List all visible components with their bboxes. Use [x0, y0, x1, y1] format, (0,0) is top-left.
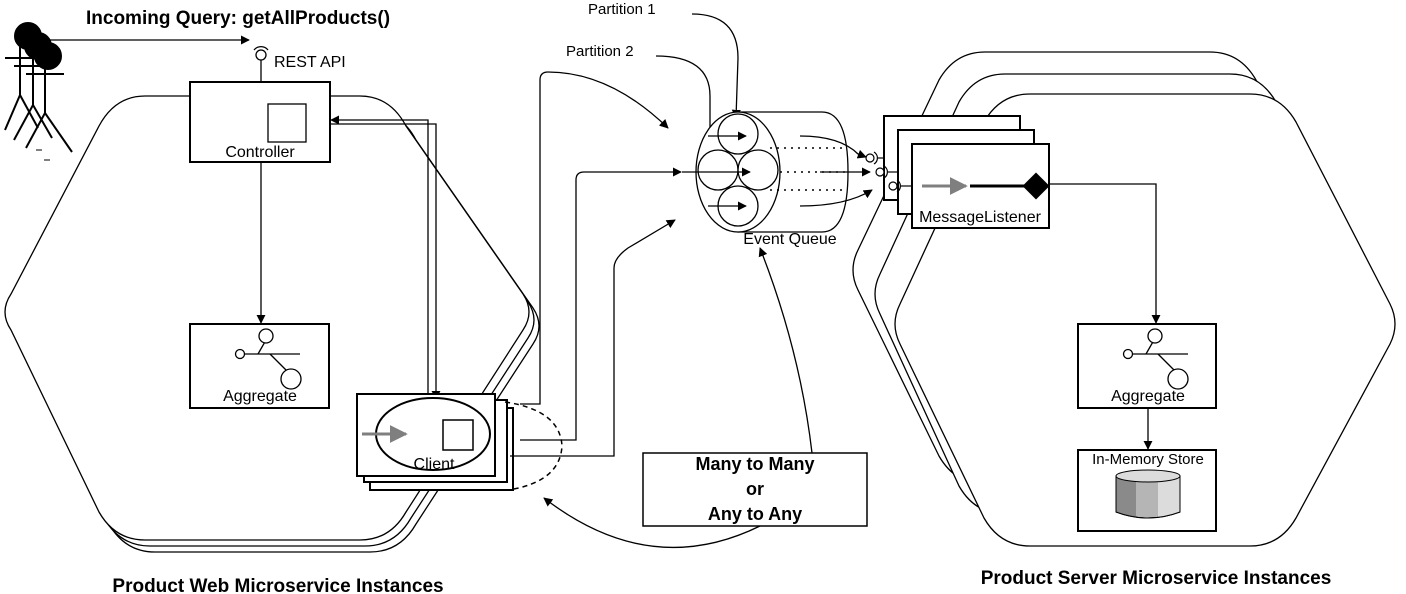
in-memory-store-label: In-Memory Store	[1092, 451, 1204, 468]
partition-2-label: Partition 2	[566, 43, 634, 60]
web-aggregate-component: Aggregate	[189, 323, 330, 409]
event-queue-label: Event Queue	[743, 231, 837, 248]
queue-to-listener-port-3	[799, 189, 873, 207]
client-component-stack: Client	[356, 393, 514, 491]
server-aggregate-label: Aggregate	[1111, 388, 1185, 405]
rest-api-label: REST API	[274, 54, 346, 71]
client-to-partition-top-arrow	[520, 71, 669, 405]
controller-square-icon	[267, 103, 307, 143]
controller-component: Controller	[189, 81, 331, 163]
client-port-dashed-arc	[504, 401, 563, 491]
event-queue: Event Queue	[695, 111, 849, 248]
note-to-client-arrow	[543, 497, 761, 549]
message-listener-stack: MessageListener	[883, 115, 1050, 229]
server-instances-caption: Product Server Microservice Instances	[981, 568, 1332, 589]
partition-circle-top	[717, 113, 759, 155]
rest-api-port-icon	[253, 46, 269, 82]
client-to-controller-arrow	[330, 115, 429, 400]
users-icon	[4, 22, 73, 161]
partition-1-arrow	[691, 13, 741, 119]
web-aggregate-label: Aggregate	[223, 388, 297, 405]
server-aggregate-component: Aggregate	[1077, 323, 1217, 409]
note-to-queue-arrow	[758, 247, 813, 454]
client-to-partition-bottom-arrow	[510, 219, 676, 457]
in-memory-store-component: In-Memory Store	[1077, 449, 1217, 532]
aggregate-icon	[1122, 328, 1189, 390]
controller-to-client-arrow	[330, 123, 441, 400]
aggregate-icon	[234, 328, 302, 390]
web-instances-caption: Product Web Microservice Instances	[112, 576, 443, 594]
controller-label: Controller	[225, 144, 295, 161]
partition-circle-right	[737, 149, 779, 191]
message-listener-label: MessageListener	[919, 209, 1042, 226]
client-to-partition-mid-arrow	[520, 167, 682, 441]
partition-1-label: Partition 1	[588, 1, 656, 18]
queue-to-listener-port-1	[799, 135, 867, 159]
many-to-many-note: Many to Many or Any to Any	[642, 452, 868, 527]
client-square-icon	[442, 419, 474, 451]
client-label: Client	[414, 456, 455, 473]
database-icon	[1115, 469, 1181, 519]
listener-to-aggregate-arrow	[1049, 183, 1161, 324]
incoming-query-label: Incoming Query: getAllProducts()	[86, 8, 390, 29]
note-line-2: or	[746, 479, 764, 499]
note-line-3: Any to Any	[708, 504, 802, 524]
partition-circle-left	[697, 149, 739, 191]
partition-2-arrow	[655, 55, 715, 155]
listener-port-icons	[865, 151, 912, 193]
note-line-1: Many to Many	[695, 454, 814, 474]
